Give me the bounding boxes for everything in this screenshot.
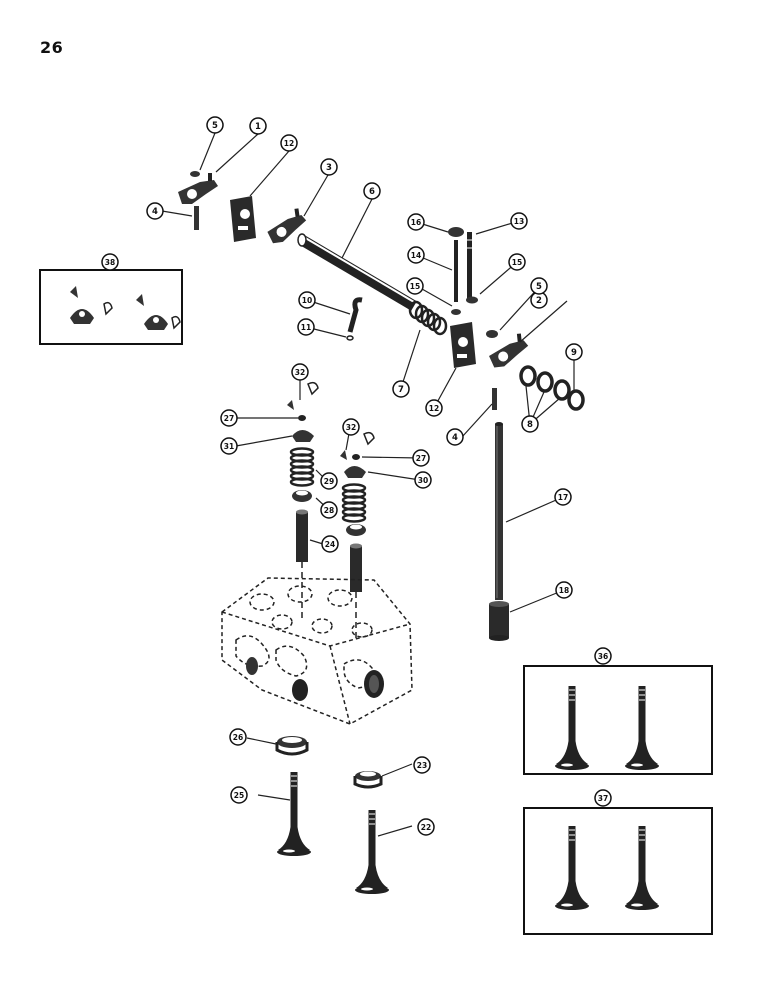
callout-36: 36 <box>598 652 608 661</box>
valve-guide-right <box>350 543 362 592</box>
exhaust-valve <box>355 810 389 894</box>
callout-28: 28 <box>324 506 334 515</box>
callout-7: 7 <box>398 385 404 395</box>
callout-38: 38 <box>105 258 115 267</box>
callout-25: 25 <box>234 791 244 800</box>
valve-stem-seal-left <box>298 415 306 421</box>
callout-27: 27 <box>224 414 234 423</box>
inset-box-38 <box>39 269 183 345</box>
spring-retainer-left <box>292 430 314 442</box>
inset-box-37 <box>523 807 713 935</box>
page-number: 26 <box>40 38 64 57</box>
callout-4: 4 <box>152 207 158 217</box>
callout-13: 13 <box>514 217 524 226</box>
callout-circles <box>101 116 612 836</box>
callout-9: 9 <box>571 348 577 358</box>
leader-lines <box>161 132 575 837</box>
callout-23: 23 <box>417 761 427 770</box>
callout-12: 12 <box>429 404 439 413</box>
callout-2: 2 <box>536 296 542 306</box>
rocker-arm-left <box>178 171 218 204</box>
spring-retainer-right <box>344 466 366 478</box>
valve-keepers-right <box>340 431 375 460</box>
valve-spring-left <box>289 447 315 487</box>
shims <box>519 365 585 411</box>
callout-17: 17 <box>558 493 568 502</box>
valve-seat-insert-right <box>353 771 383 789</box>
callout-26: 26 <box>233 733 243 742</box>
valve-keepers-left <box>287 381 319 410</box>
valve-seat-insert-left <box>275 736 309 756</box>
shaft-spring <box>408 300 448 336</box>
callout-12: 12 <box>284 139 294 148</box>
adjusting-screw-right <box>492 388 497 410</box>
washers <box>451 296 478 315</box>
valve-spring-right <box>341 483 367 523</box>
callout-18: 18 <box>559 586 569 595</box>
callout-15: 15 <box>512 258 522 267</box>
rocker-bracket-left <box>230 196 256 242</box>
callout-15: 15 <box>410 282 420 291</box>
callout-labels: 1234455678910111212131415151617182223242… <box>105 121 608 832</box>
rocker-arm-right <box>486 330 531 368</box>
cylinder-head-phantom <box>221 562 413 725</box>
callout-24: 24 <box>325 540 335 549</box>
rocker-shaft <box>297 233 417 311</box>
rocker-bracket-right <box>450 322 476 368</box>
intake-valve <box>277 772 311 856</box>
callout-31: 31 <box>224 442 234 451</box>
callout-16: 16 <box>411 218 421 227</box>
callout-32: 32 <box>346 423 356 432</box>
callout-5: 5 <box>212 121 218 131</box>
callout-22: 22 <box>421 823 431 832</box>
callout-10: 10 <box>302 296 312 305</box>
callout-1: 1 <box>255 122 261 132</box>
tappet <box>489 601 509 641</box>
callout-4: 4 <box>452 433 458 443</box>
exhaust-port <box>246 657 384 701</box>
inset-box-36 <box>523 665 713 775</box>
stud <box>467 232 472 300</box>
valve-guide-left <box>296 509 308 562</box>
callout-3: 3 <box>326 163 332 173</box>
oil-tube <box>346 297 363 341</box>
adjusting-screw-left <box>194 206 199 230</box>
callout-30: 30 <box>418 476 428 485</box>
callout-11: 11 <box>301 323 311 332</box>
long-stud <box>448 227 464 302</box>
spring-seat-left <box>292 490 312 502</box>
callout-29: 29 <box>324 477 334 486</box>
callout-37: 37 <box>598 794 608 803</box>
callout-14: 14 <box>411 251 421 260</box>
callout-8: 8 <box>527 420 533 430</box>
spring-seat-right <box>346 524 366 536</box>
callout-5: 5 <box>536 282 542 292</box>
callout-32: 32 <box>295 368 305 377</box>
callout-27: 27 <box>416 454 426 463</box>
callout-6: 6 <box>369 187 375 197</box>
valve-stem-seal-right <box>352 454 360 460</box>
push-rod <box>495 422 503 600</box>
